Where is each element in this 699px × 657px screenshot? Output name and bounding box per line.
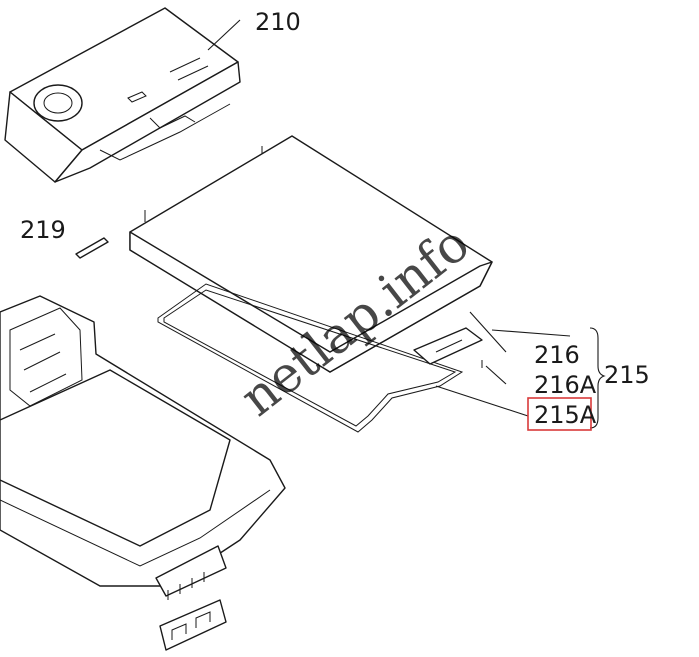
part-215a-seal: [157, 283, 464, 433]
label-216: 216: [534, 341, 580, 369]
tub-top-frame: [0, 295, 286, 651]
label-210: 210: [255, 8, 301, 36]
part-210-control-panel: [4, 7, 241, 183]
label-219: 219: [20, 216, 66, 244]
label-215a: 215A: [534, 401, 597, 429]
part-216a-handle: [413, 327, 483, 368]
label-216a: 216A: [534, 371, 597, 399]
assembly-brace: [589, 327, 606, 429]
part-216-lid: [129, 135, 493, 373]
label-215: 215: [604, 361, 650, 389]
highlight-box-215a: [527, 397, 592, 431]
leader-lines: [435, 311, 571, 417]
part-219-pin: [75, 237, 109, 259]
